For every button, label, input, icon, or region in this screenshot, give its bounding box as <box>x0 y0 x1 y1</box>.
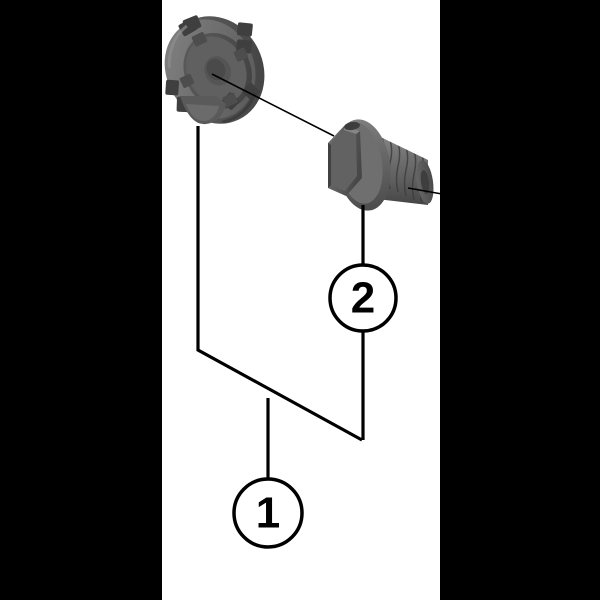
thin-pointer-line-thread-end <box>407 187 443 195</box>
callout-label-2: 2 <box>351 274 375 323</box>
callout-balloon-1[interactable]: 1 <box>232 477 304 549</box>
callout-balloon-2[interactable]: 2 <box>328 263 398 333</box>
thin-pointer-line-cap-to-bolt <box>211 73 335 137</box>
part-flanged-bolt <box>328 119 434 211</box>
callout-circle-1[interactable] <box>232 477 304 549</box>
callout-label-1: 1 <box>256 489 280 538</box>
leader-lines-group <box>196 73 443 479</box>
callout-circle-2[interactable] <box>328 263 398 333</box>
part-castellated-cap <box>164 15 265 125</box>
leader-line-cap-to-bracket <box>196 126 363 442</box>
